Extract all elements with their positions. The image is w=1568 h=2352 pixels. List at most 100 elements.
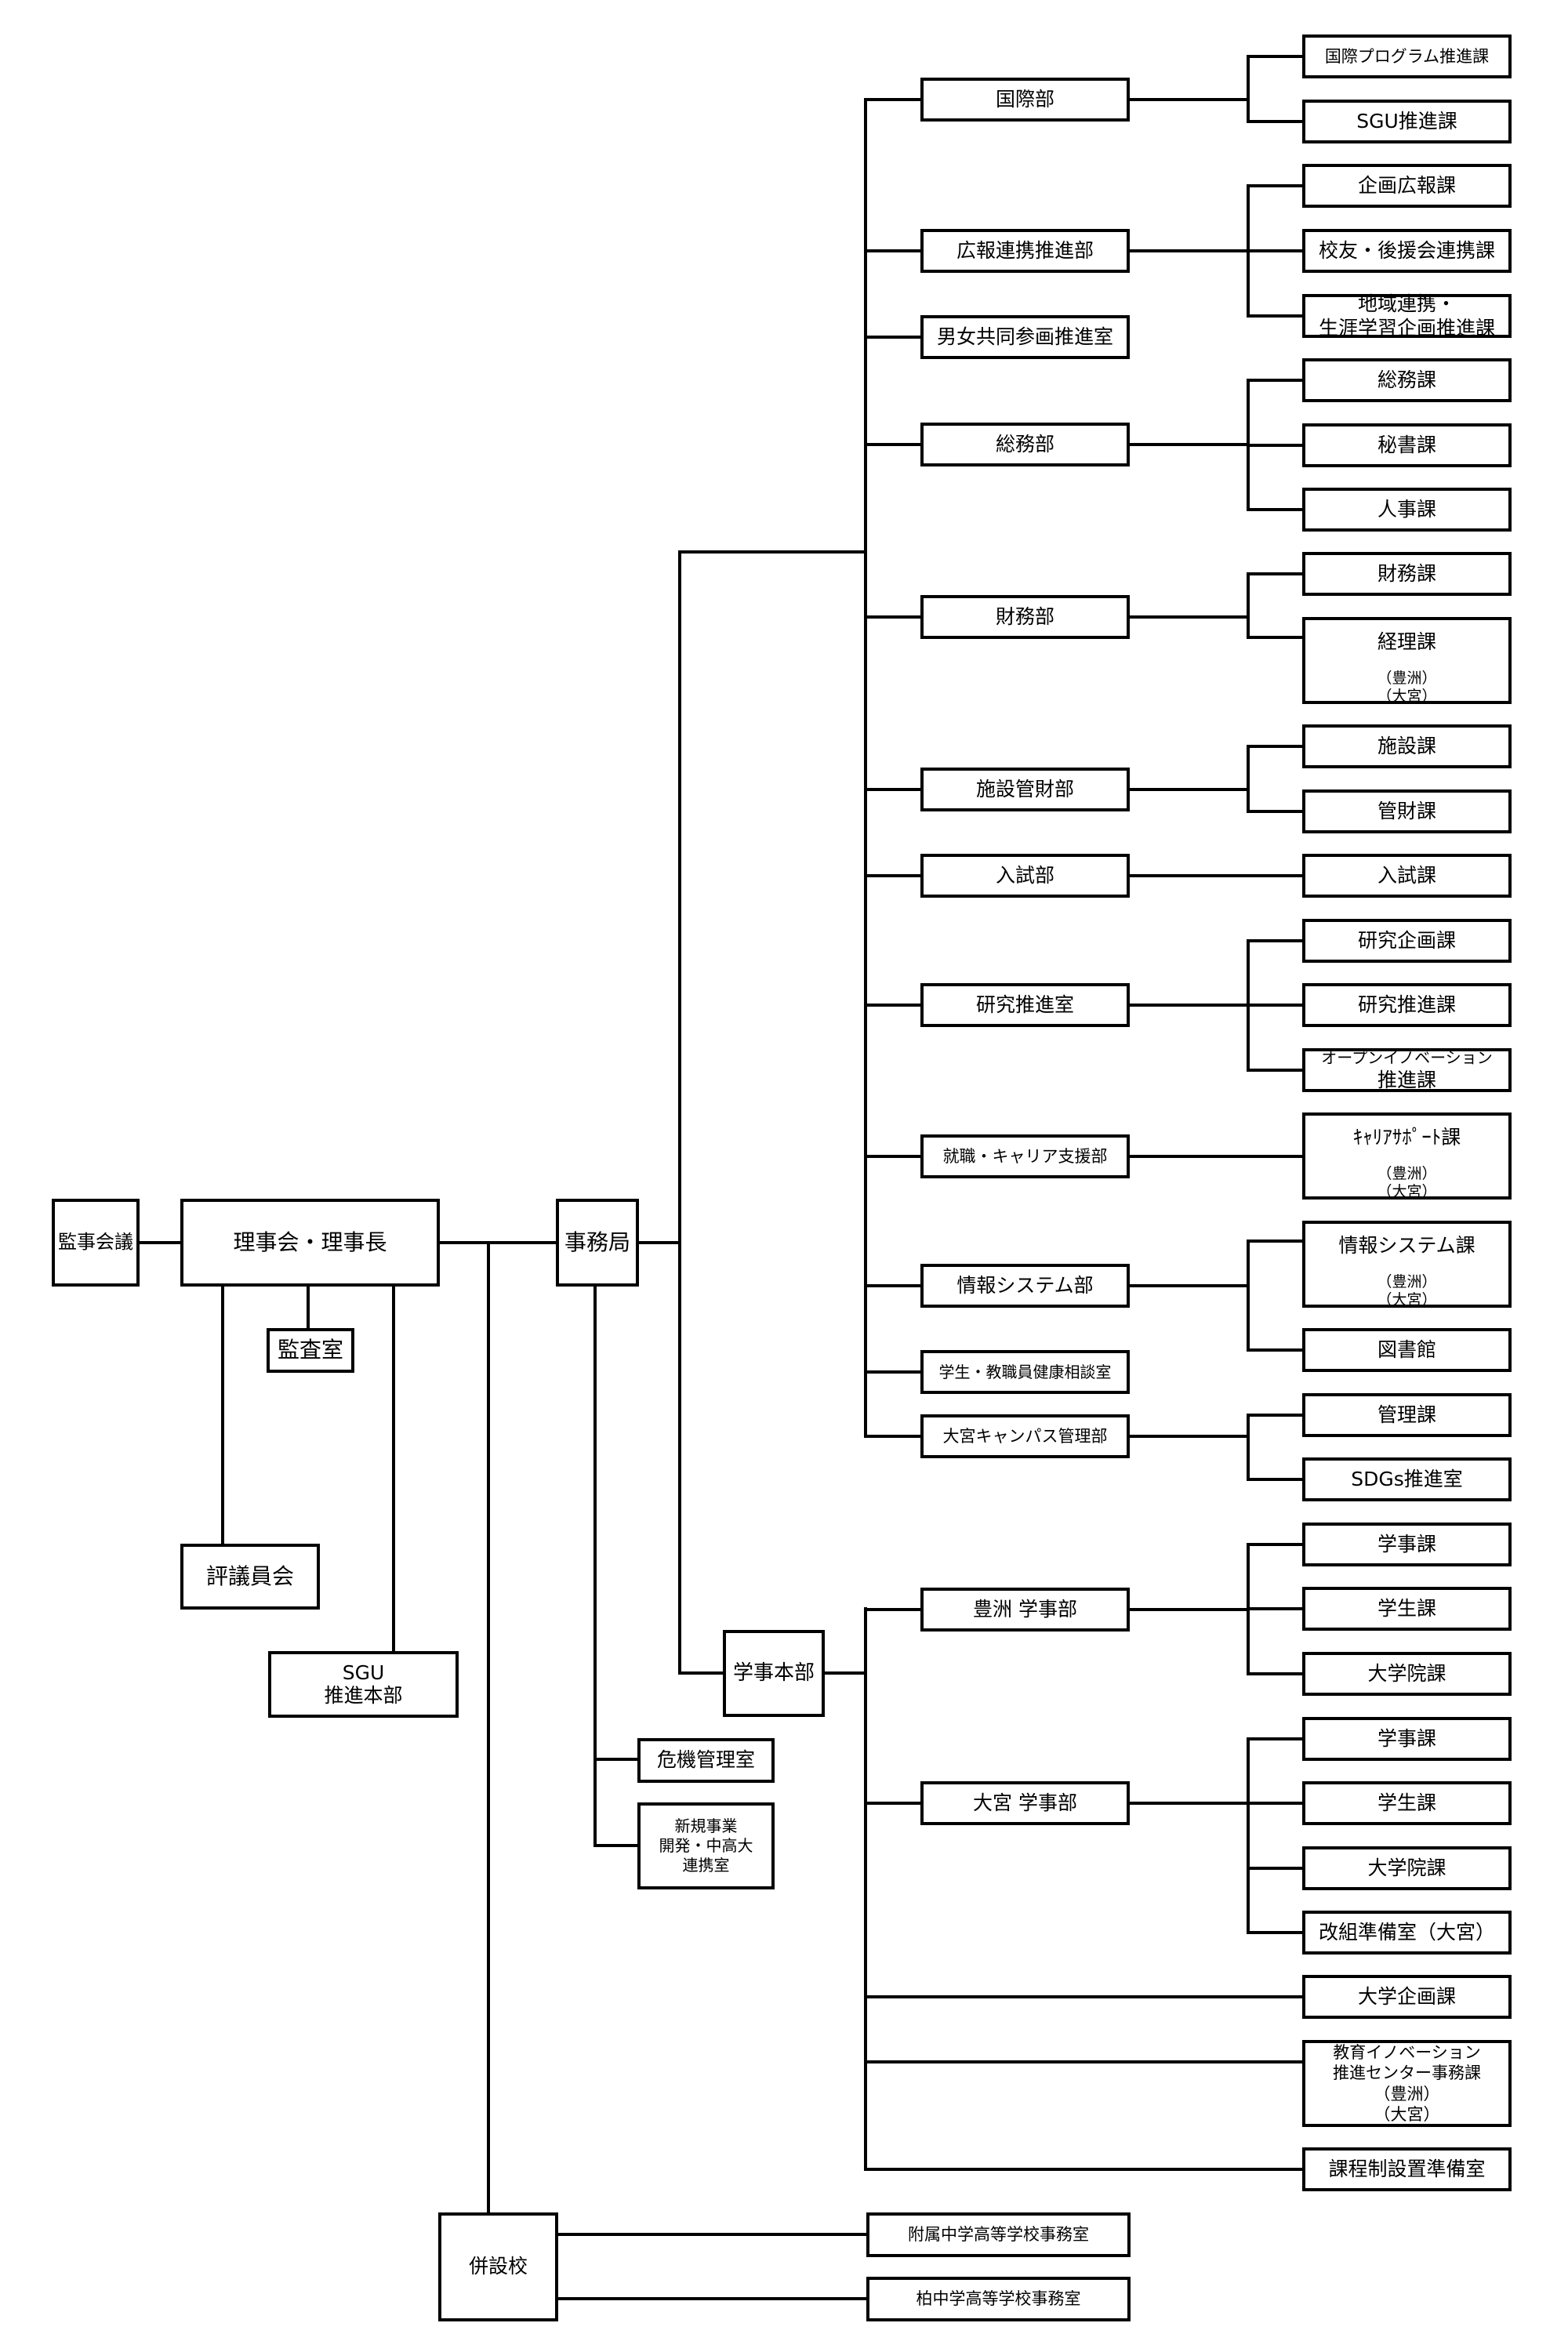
unit-label: 研究企画課 (1357, 928, 1456, 952)
affiliated-schools-box: 併設校 (438, 2212, 558, 2321)
unit-label: 管理課 (1377, 1403, 1436, 1426)
unit-label: 学生課 (1377, 1791, 1436, 1814)
unit-label: 学事課 (1377, 1532, 1436, 1555)
crisis-office-box: 危機管理室 (637, 1738, 775, 1783)
unit-label: 研究推進課 (1357, 993, 1456, 1016)
unit-label: （豊洲） (1374, 2084, 1440, 2103)
campus-label: （大宮） (1377, 687, 1437, 705)
audit-office-label: 監査室 (277, 1337, 343, 1363)
sgu-hq-box: SGU 推進本部 (268, 1651, 459, 1718)
department-box: 就職・キャリア支援部 (920, 1134, 1130, 1178)
audit-council-box: 監事会議 (52, 1199, 140, 1287)
section-box: 研究企画課 (1302, 919, 1512, 963)
section-box: SGU推進課 (1302, 100, 1512, 143)
sgu-hq-line-2: 推進本部 (324, 1683, 403, 1707)
new-business-office-box: 新規事業 開発・中高大 連携室 (637, 1802, 775, 1889)
unit-label: 大宮 学事部 (973, 1791, 1077, 1814)
section-box: 学生課 (1302, 1781, 1512, 1825)
direct-unit-box: 教育イノベーション推進センター事務課（豊洲）（大宮） (1302, 2040, 1512, 2127)
unit-label: ｷｬﾘｱｻﾎﾟｰﾄ課 (1352, 1126, 1461, 1149)
campus-list: （豊洲）（大宮） (1377, 1273, 1436, 1309)
unit-label: （大宮） (1374, 2104, 1440, 2124)
unit-label: 大宮キャンパス管理部 (942, 1426, 1108, 1446)
unit-label: 地域連携・ (1357, 292, 1456, 315)
unit-label: 学生課 (1377, 1596, 1436, 1620)
department-box: 学生・教職員健康相談室 (920, 1350, 1130, 1394)
section-box: 秘書課 (1302, 423, 1512, 467)
section-box: 管理課 (1302, 1393, 1512, 1437)
department-box: 国際部 (920, 78, 1130, 122)
department-box: 情報システム部 (920, 1264, 1130, 1308)
section-box: オープンイノベーション推進課 (1302, 1048, 1512, 1092)
unit-label: 秘書課 (1377, 433, 1436, 456)
unit-label: 施設課 (1377, 734, 1436, 757)
section-box: 改組準備室（大宮） (1302, 1911, 1512, 1955)
department-box: 総務部 (920, 423, 1130, 466)
section-box: 大学院課 (1302, 1846, 1512, 1890)
section-box: SDGs推進室 (1302, 1457, 1512, 1501)
direct-unit-box: 大学企画課 (1302, 1975, 1512, 2019)
unit-label: 入試課 (1377, 863, 1436, 887)
unit-label: 経理課 (1377, 630, 1436, 653)
unit-label: 男女共同参画推進室 (936, 325, 1113, 348)
academic-affairs-label: 学事本部 (732, 1661, 815, 1685)
section-box: 学生課 (1302, 1587, 1512, 1631)
unit-label: 就職・キャリア支援部 (942, 1146, 1108, 1166)
campus-list: （豊洲）（大宮） (1377, 670, 1436, 706)
secretariat-label: 事務局 (564, 1229, 630, 1255)
campus-label: （豊洲） (1377, 1272, 1437, 1290)
section-box: 財務課 (1302, 552, 1512, 596)
section-box: 人事課 (1302, 488, 1512, 532)
section-box: 研究推進課 (1302, 983, 1512, 1027)
unit-label: 課程制設置準備室 (1328, 2157, 1486, 2180)
unit-label: 図書館 (1377, 1338, 1436, 1361)
department-box: 研究推進室 (920, 983, 1130, 1027)
department-box: 入試部 (920, 854, 1130, 898)
new-business-line-3: 連携室 (682, 1856, 730, 1875)
unit-label: 広報連携推進部 (956, 238, 1094, 262)
department-box: 広報連携推進部 (920, 229, 1130, 273)
unit-label: 改組準備室（大宮） (1318, 1920, 1495, 1944)
unit-label: 大学院課 (1367, 1661, 1446, 1685)
unit-label: 総務課 (1377, 368, 1436, 391)
campus-label: （豊洲） (1377, 669, 1437, 687)
councilors-label: 評議員会 (205, 1563, 294, 1589)
section-box: 地域連携・生涯学習企画推進課 (1302, 292, 1512, 339)
section-box: ｷｬﾘｱｻﾎﾟｰﾄ課 （豊洲）（大宮） (1302, 1112, 1512, 1200)
section-box: 校友・後援会連携課 (1302, 229, 1512, 273)
division-box: 大宮 学事部 (920, 1781, 1130, 1825)
audit-council-label: 監事会議 (58, 1231, 133, 1254)
section-box: 情報システム課 （豊洲）（大宮） (1302, 1221, 1512, 1308)
campus-label: （大宮） (1377, 1290, 1437, 1308)
section-box: 図書館 (1302, 1328, 1512, 1372)
audit-office-box: 監査室 (267, 1328, 354, 1373)
affiliated-office-label: 柏中学高等学校事務室 (916, 2289, 1081, 2309)
unit-label: 管財課 (1377, 799, 1436, 822)
new-business-line-1: 新規事業 (674, 1817, 738, 1835)
campus-label: （豊洲） (1377, 1164, 1437, 1182)
department-box: 施設管財部 (920, 768, 1130, 811)
unit-label: 財務課 (1377, 561, 1436, 585)
crisis-office-label: 危機管理室 (656, 1748, 755, 1772)
unit-label: 情報システム部 (956, 1273, 1094, 1297)
section-box: 経理課 （豊洲）（大宮） (1302, 617, 1512, 706)
unit-label: 総務部 (995, 432, 1054, 456)
unit-label: 人事課 (1377, 497, 1436, 521)
unit-label: 情報システム課 (1338, 1234, 1475, 1257)
councilors-box: 評議員会 (180, 1544, 320, 1610)
department-box: 大宮キャンパス管理部 (920, 1414, 1130, 1458)
unit-label: 施設管財部 (975, 777, 1074, 800)
direct-unit-box: 課程制設置準備室 (1302, 2147, 1512, 2191)
affiliated-office-box: 附属中学高等学校事務室 (866, 2212, 1131, 2257)
academic-affairs-box: 学事本部 (723, 1630, 825, 1717)
section-box: 国際プログラム推進課 (1302, 34, 1512, 78)
section-box: 入試課 (1302, 854, 1512, 898)
campus-label: （大宮） (1377, 1182, 1437, 1200)
unit-label: 校友・後援会連携課 (1318, 238, 1495, 262)
section-box: 施設課 (1302, 724, 1512, 768)
board-box: 理事会・理事長 (180, 1199, 440, 1287)
unit-label: 研究推進室 (975, 993, 1074, 1016)
unit-label: 学生・教職員健康相談室 (938, 1362, 1112, 1381)
section-box: 管財課 (1302, 789, 1512, 833)
